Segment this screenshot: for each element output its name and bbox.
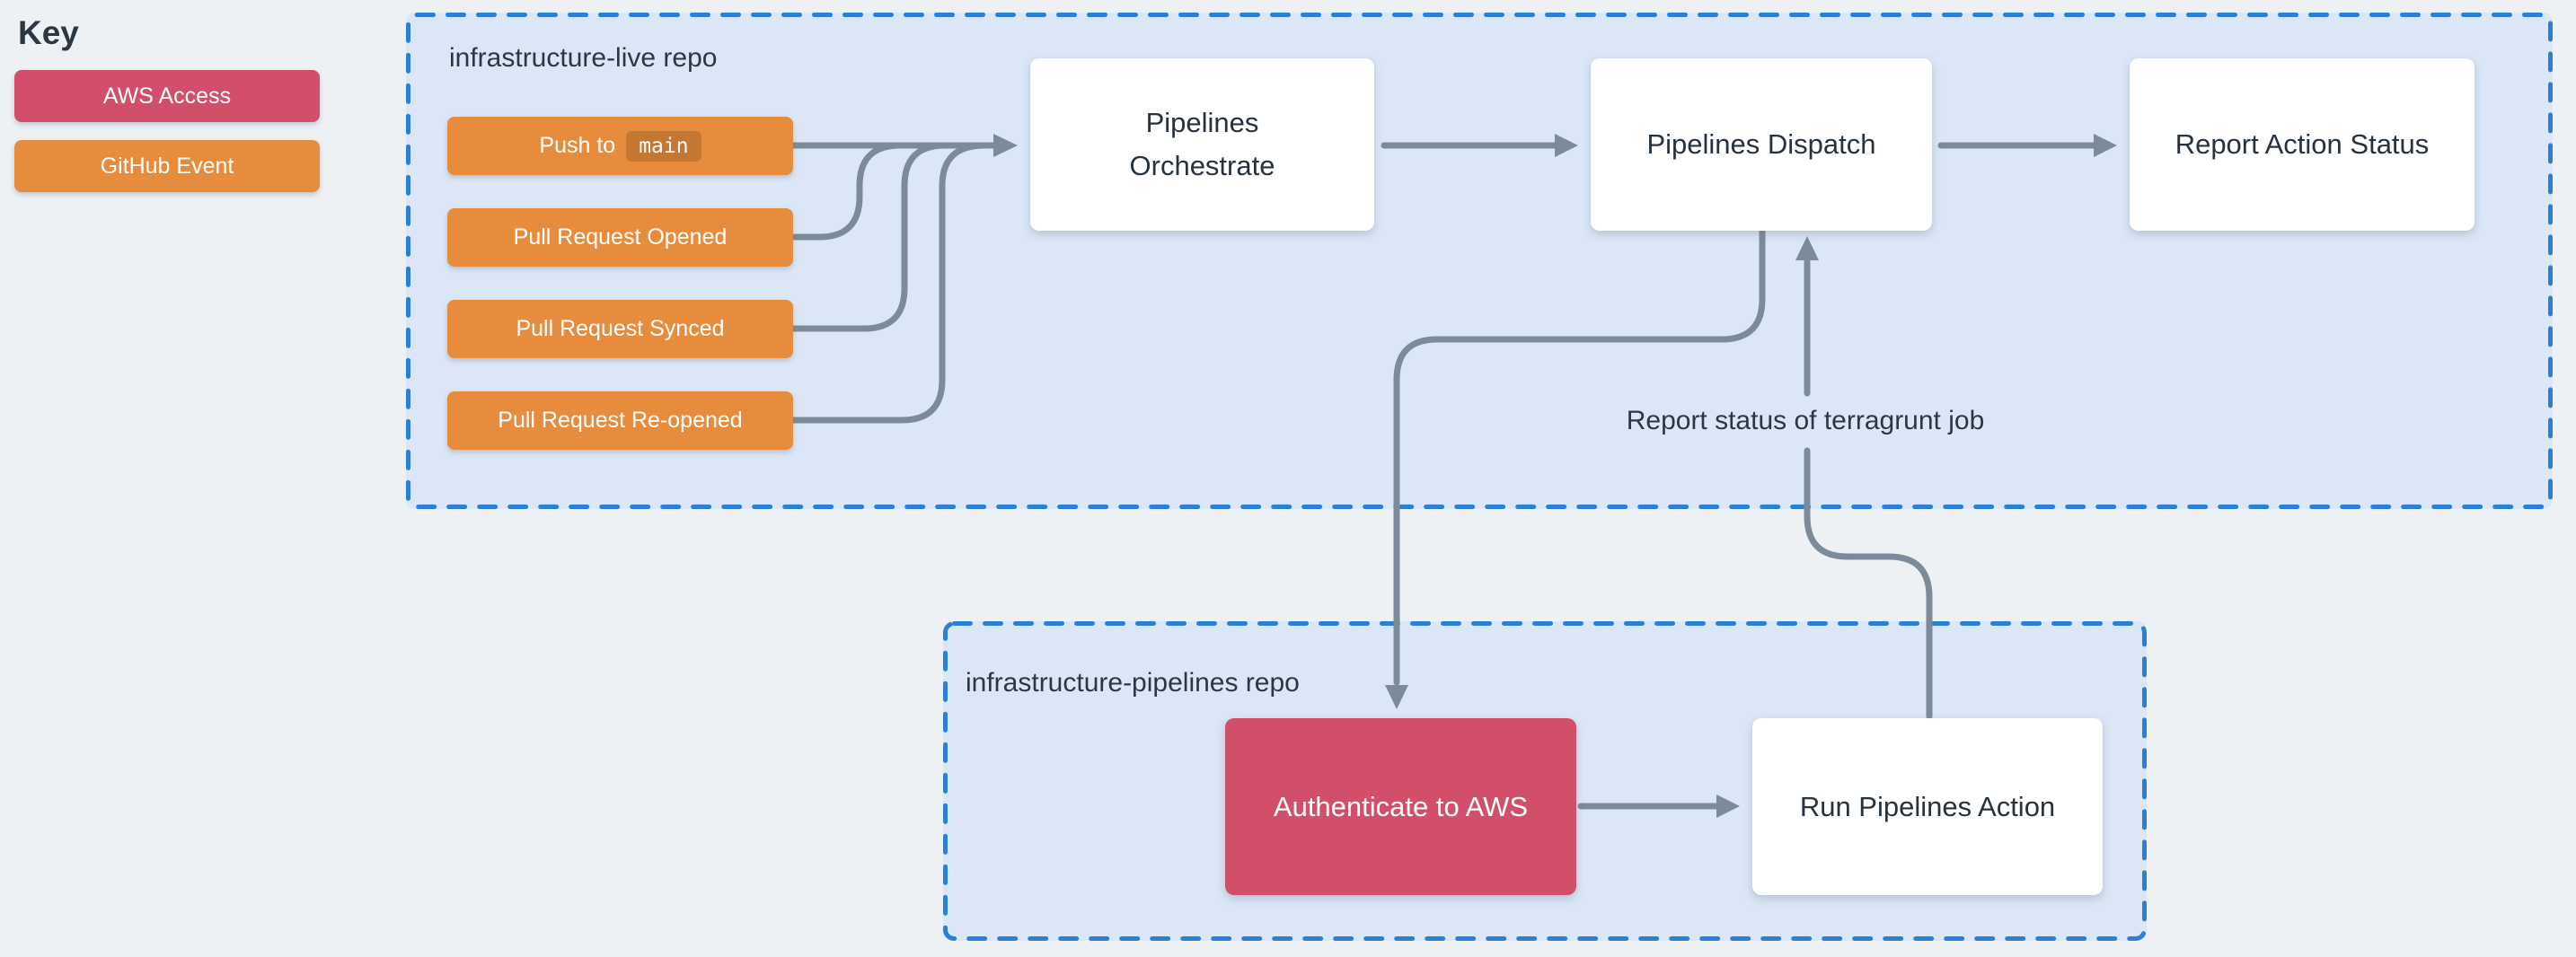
- legend-github-event: GitHub Event: [14, 140, 320, 192]
- node-pipelines-dispatch: Pipelines Dispatch: [1591, 58, 1932, 231]
- node-authenticate-to-aws: Authenticate to AWS: [1225, 718, 1576, 895]
- node-authenticate-to-aws-label: Authenticate to AWS: [1273, 790, 1529, 822]
- event-pull-request-reopened: Pull Request Re-opened: [447, 391, 793, 450]
- event-pull-request-opened: Pull Request Opened: [447, 208, 793, 267]
- terragrunt-status-annotation: Report status of terragrunt job: [1626, 406, 1985, 435]
- node-report-action-status: Report Action Status: [2130, 58, 2475, 231]
- key-title: Key: [18, 14, 79, 51]
- legend-github-event-label: GitHub Event: [100, 153, 234, 179]
- event-pull-request-opened-label: Pull Request Opened: [513, 224, 728, 250]
- legend-aws-access: AWS Access: [14, 70, 320, 122]
- node-run-pipelines-action-label: Run Pipelines Action: [1799, 790, 2056, 822]
- event-pull-request-synced-label: Pull Request Synced: [516, 316, 725, 341]
- live-repo-label: infrastructure-live repo: [449, 43, 718, 73]
- pipelines-repo-label: infrastructure-pipelines repo: [966, 668, 1300, 698]
- event-pull-request-reopened-label: Pull Request Re-opened: [498, 408, 743, 433]
- event-push-prefix: Push to: [539, 133, 616, 158]
- event-push-to-main: Push to main: [447, 117, 793, 175]
- node-pipelines-orchestrate-label: Pipelines Orchestrate: [1129, 106, 1275, 181]
- legend-aws-access-label: AWS Access: [102, 83, 232, 109]
- node-report-action-status-label: Report Action Status: [2175, 128, 2430, 160]
- event-pull-request-synced: Pull Request Synced: [447, 300, 793, 358]
- branch-chip-main: main: [626, 130, 701, 162]
- node-pipelines-dispatch-label: Pipelines Dispatch: [1646, 128, 1876, 160]
- node-pipelines-orchestrate: Pipelines Orchestrate: [1030, 58, 1374, 231]
- node-run-pipelines-action: Run Pipelines Action: [1752, 718, 2103, 895]
